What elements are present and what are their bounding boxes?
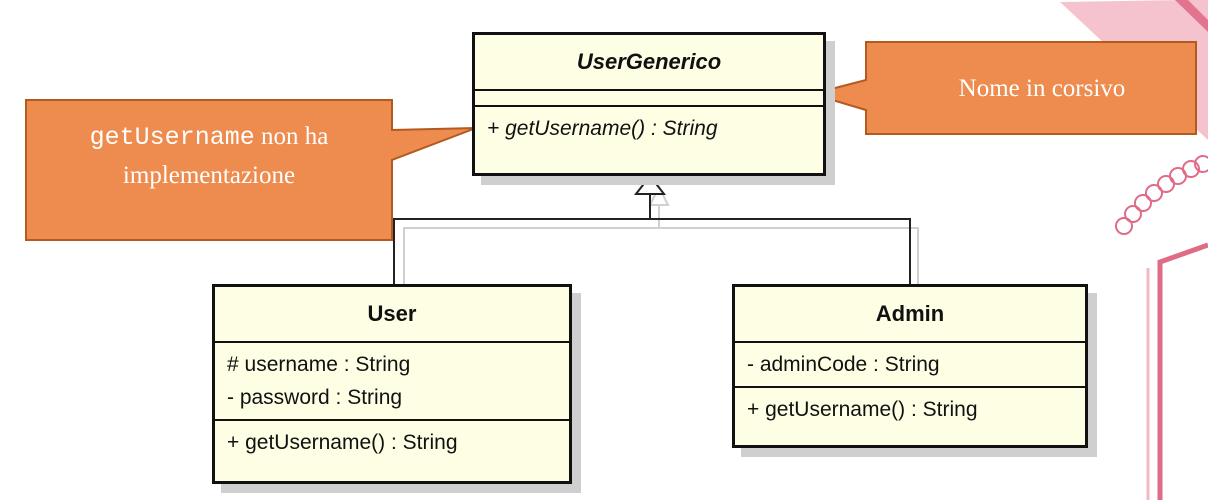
callout-right-shape: [808, 41, 1197, 135]
attribute-username: # username : String: [227, 353, 411, 376]
operations-compartment: + getUsername() : String: [215, 421, 569, 464]
decorative-bead-chain: [1115, 155, 1208, 235]
callout-left-line-2: implementazione: [122, 162, 296, 189]
callout-left-shape: [25, 99, 477, 241]
class-admin[interactable]: Admin - adminCode : String + getUsername…: [732, 284, 1088, 448]
class-name: User: [215, 287, 569, 343]
operation-get-username: + getUsername() : String: [747, 398, 978, 421]
callout-right-text: Nome in corsivo: [958, 75, 1126, 102]
attributes-compartment: - adminCode : String: [735, 343, 1085, 388]
connector-shadow: [403, 184, 919, 286]
operation-get-username: + getUsername() : String: [487, 117, 718, 140]
decorative-ribbon-edge: [1175, 0, 1208, 32]
admin-generalization-line: [650, 218, 911, 284]
callout-left-line-1: getUsername non ha: [28, 118, 390, 157]
operations-compartment: + getUsername() : String: [475, 107, 823, 150]
class-user[interactable]: User # username : String - password : St…: [212, 284, 572, 484]
class-name: UserGenerico: [475, 35, 823, 91]
generalization-lines: [393, 194, 911, 284]
class-name: Admin: [735, 287, 1085, 343]
user-generalization-line: [393, 194, 651, 284]
callout-left-text: getUsername non ha implementazione: [28, 118, 390, 195]
attribute-password: - password : String: [227, 386, 403, 409]
operation-get-username: + getUsername() : String: [227, 431, 458, 454]
attributes-compartment: # username : String - password : String: [215, 343, 569, 421]
decorative-frame: [1157, 242, 1208, 500]
class-usergenerico[interactable]: UserGenerico + getUsername() : String: [472, 32, 826, 176]
callout-code: getUsername: [89, 123, 255, 152]
callout-left-text-1: non ha: [254, 123, 329, 150]
operations-compartment: + getUsername() : String: [735, 388, 1085, 431]
attributes-compartment: [475, 91, 823, 107]
attribute-admin-code: - adminCode : String: [747, 353, 940, 376]
generalization-arrowhead: [633, 174, 667, 195]
